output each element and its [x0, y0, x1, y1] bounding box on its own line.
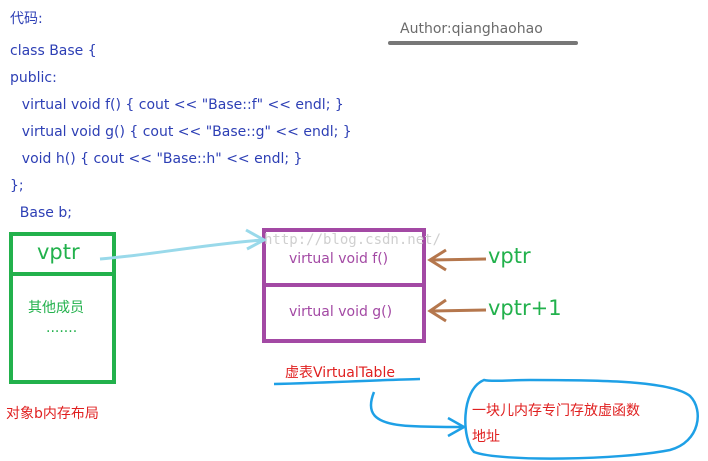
object-vptr-label: vptr: [37, 240, 80, 264]
note-line-1: 一块儿内存专门存放虚函数: [472, 403, 640, 419]
code-line-5: void h() { cout << "Base::h" << endl; }: [4, 151, 303, 167]
object-b-box: [9, 232, 116, 384]
object-other-members: 其他成员: [28, 300, 84, 316]
code-line-2: public:: [10, 70, 57, 86]
vptr-plus-1-pointer-arrow: [431, 308, 487, 313]
vptr-to-vtable-arrowhead: [245, 228, 268, 251]
code-line-6: };: [10, 178, 24, 194]
vtable-caption: 虚表VirtualTable: [285, 365, 395, 381]
vtable-entry-g: virtual void g(): [289, 304, 393, 320]
code-line-4: virtual void g() { cout << "Base::g" << …: [4, 124, 352, 140]
pointer-vptr-label: vptr: [488, 244, 531, 268]
vtable-divider: [266, 283, 422, 287]
code-line-3: virtual void f() { cout << "Base::f" << …: [4, 97, 344, 113]
vptr-to-vtable-arrow: [99, 238, 263, 261]
vtable-box: [262, 228, 426, 343]
note-line-2: 地址: [472, 429, 500, 445]
note-outline: [464, 378, 699, 460]
code-line-1: class Base {: [10, 43, 97, 59]
watermark: http://blog.csdn.net/: [264, 232, 442, 248]
vptr-pointer-arrowhead: [427, 248, 447, 272]
vptr-plus-1-pointer-arrowhead: [427, 298, 447, 323]
code-heading: 代码:: [10, 11, 43, 27]
vptr-pointer-arrow: [431, 257, 487, 262]
object-ellipsis: .......: [46, 320, 78, 336]
author-label: Author:qianghaohao: [400, 21, 543, 37]
caption-to-note-arrowhead: [447, 416, 467, 438]
object-box-divider: [13, 272, 112, 276]
author-underline: [388, 41, 578, 45]
code-line-7: Base b;: [2, 205, 72, 221]
vtable-caption-underline: [273, 377, 421, 386]
pointer-vptr-plus-1-label: vptr+1: [488, 296, 562, 320]
caption-to-note-connector: [369, 391, 463, 429]
vtable-entry-f: virtual void f(): [289, 251, 389, 267]
object-layout-caption: 对象b内存布局: [6, 406, 99, 422]
